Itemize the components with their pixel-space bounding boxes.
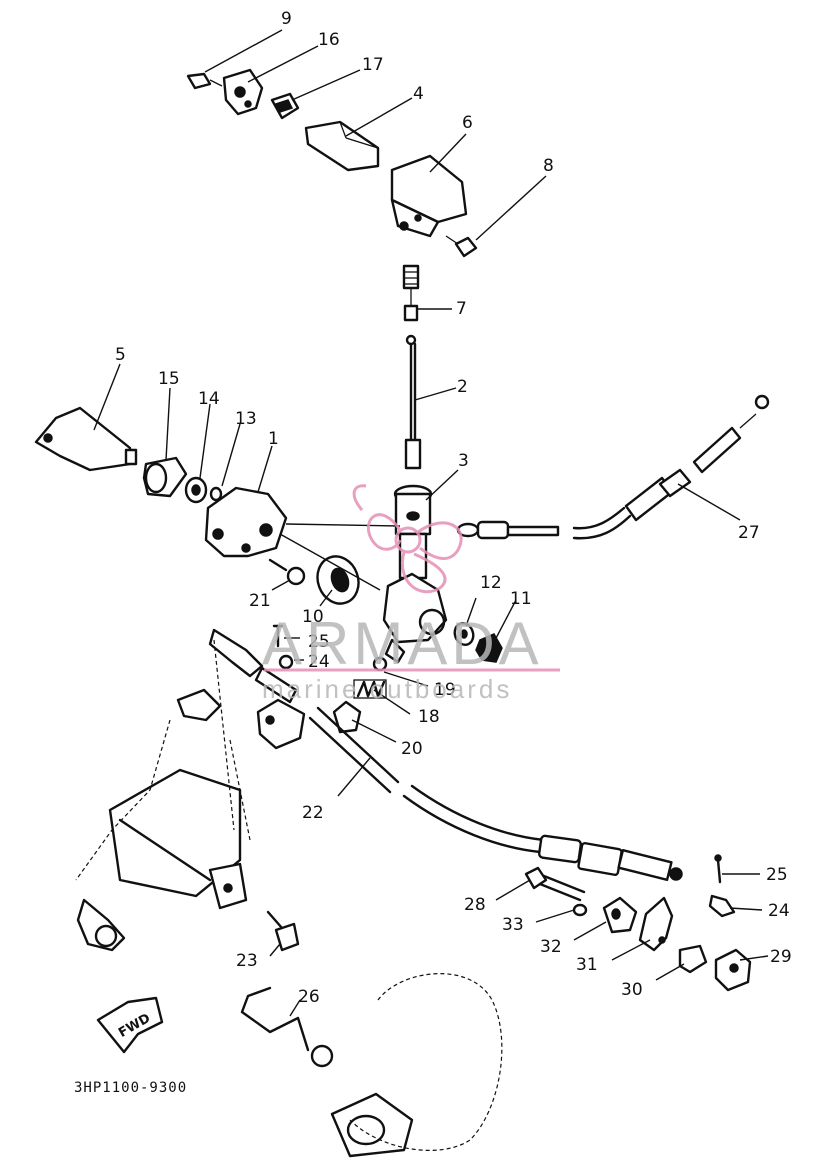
callout-21: 21 [249,591,271,611]
part-27-pipe [240,973,503,1158]
diagram-reference-code: 3HP1100-9300 [74,1080,187,1096]
part-1-bracket [204,486,288,558]
callout-30: 28 [464,895,486,915]
part-7-spring [402,264,420,322]
callout-9: 9 [281,9,292,29]
part-8-screw [445,235,478,258]
callout-8: 8 [543,156,554,176]
watermark: ARMADA marine outboards [262,484,560,704]
part-13-oring [209,486,223,502]
callout-25-upper: 25 [308,632,330,652]
callout-23: 23 [236,951,258,971]
leader-lines [93,29,769,1017]
callout-32: 32 [540,937,562,957]
watermark-tagline: marine outboards [262,674,512,704]
lower-bracket-assembly [75,639,251,952]
part-28-nut [714,948,752,992]
part-9-screw [186,72,223,90]
callout-14: 14 [198,389,220,409]
part-31-plate [638,896,674,952]
callout-6: 6 [462,113,473,133]
part-15-cap [142,456,188,498]
part-33-washer [572,903,588,917]
callout-3: 3 [458,451,469,471]
callout-10: 10 [302,607,324,627]
part-29-collar [678,944,708,974]
part-22-cable [208,628,683,881]
callout-22: 22 [302,803,324,823]
callout-26: 27 [738,523,760,543]
part-4-block [304,120,380,172]
part-30-bolt [524,866,586,902]
callout-11: 11 [510,589,532,609]
part-11-nut [475,633,503,663]
callout-16: 16 [318,30,340,50]
callout-12: 12 [480,573,502,593]
callout-15: 15 [158,369,180,389]
part-25-pin-lower [714,854,722,884]
fwd-arrow-icon: FWD [96,996,164,1054]
part-21-bolt [268,558,306,586]
propeller-logo-icon [352,484,463,594]
callout-5: 5 [115,345,126,365]
callout-labels: 9 16 17 4 6 8 7 2 3 27 5 15 14 13 1 21 1… [115,9,792,1007]
part-6-handle [390,154,468,238]
part-5-arm [34,406,138,472]
callout-18: 18 [418,707,440,727]
callout-25-lower: 25 [766,865,788,885]
callout-4: 4 [413,84,424,104]
part-24-pin-upper [278,654,294,670]
part-10-ring [316,555,360,605]
part-32-bushing [602,896,638,934]
part-2-rod [404,334,422,470]
callout-28: 29 [770,947,792,967]
callout-24-lower: 24 [768,901,790,921]
part-25-pin-upper [272,624,284,648]
part-23-bolt [266,910,300,952]
callout-19: 19 [434,680,456,700]
part-14-washer [184,476,208,504]
callout-33: 33 [502,915,524,935]
part-12-washer [453,622,475,646]
part-26-cable [456,394,770,540]
callout-29: 30 [621,980,643,1000]
part-16-bracket [222,68,264,116]
callout-27: 26 [298,987,320,1007]
callout-17: 17 [362,55,384,75]
watermark-brand: ARMADA [262,610,543,677]
part-17-block [270,92,300,120]
callout-24-upper: 24 [308,652,330,672]
callout-31: 31 [576,955,598,975]
callout-1: 1 [268,429,279,449]
callout-7: 7 [456,299,467,319]
callout-2: 2 [457,377,468,397]
callout-13: 13 [235,409,257,429]
callout-20: 20 [401,739,423,759]
part-24-pin-lower [708,894,736,918]
